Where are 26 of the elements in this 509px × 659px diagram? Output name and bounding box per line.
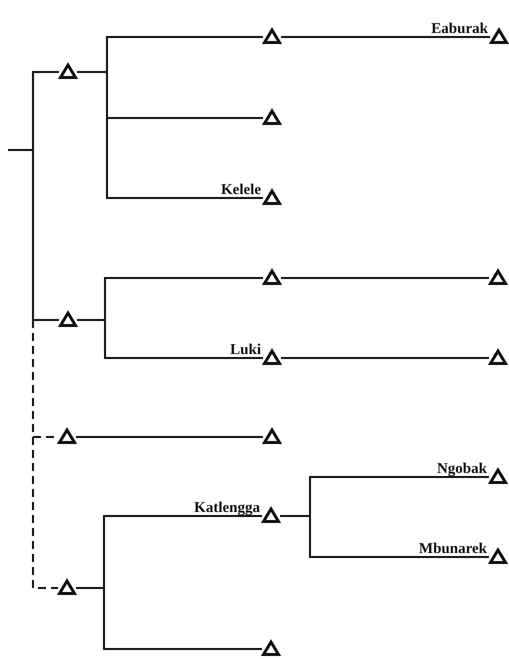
person-name: Eaburak: [431, 22, 488, 37]
kinship-line: [76, 587, 262, 650]
male-triangle-symbol: [263, 28, 281, 44]
male-triangle-symbol: [59, 63, 77, 79]
male-triangle-symbol: [262, 640, 280, 656]
kinship-line: [75, 436, 263, 438]
male-triangle-symbol: [263, 428, 281, 444]
kinship-line: [280, 36, 490, 38]
male-triangle-symbol: [58, 579, 76, 595]
kinship-line: [280, 515, 489, 558]
kinship-line: [280, 277, 489, 279]
male-triangle-symbol: [263, 109, 281, 125]
kinship-line: [77, 319, 263, 359]
male-triangle-symbol: [263, 269, 281, 285]
male-triangle-symbol: [489, 349, 507, 365]
male-triangle-symbol: [489, 269, 507, 285]
kinship-line: [280, 357, 489, 359]
person-name: Mbunarek: [418, 542, 487, 557]
person-name: Luki: [230, 343, 261, 358]
male-triangle-symbol: [58, 428, 76, 444]
person-name: Ngobak: [436, 462, 487, 477]
kinship-line: [77, 71, 263, 199]
male-triangle-symbol: [59, 311, 77, 327]
descent-line: [32, 319, 58, 589]
person-name: Kelele: [221, 183, 261, 198]
person-name: Katlengga: [194, 501, 260, 516]
